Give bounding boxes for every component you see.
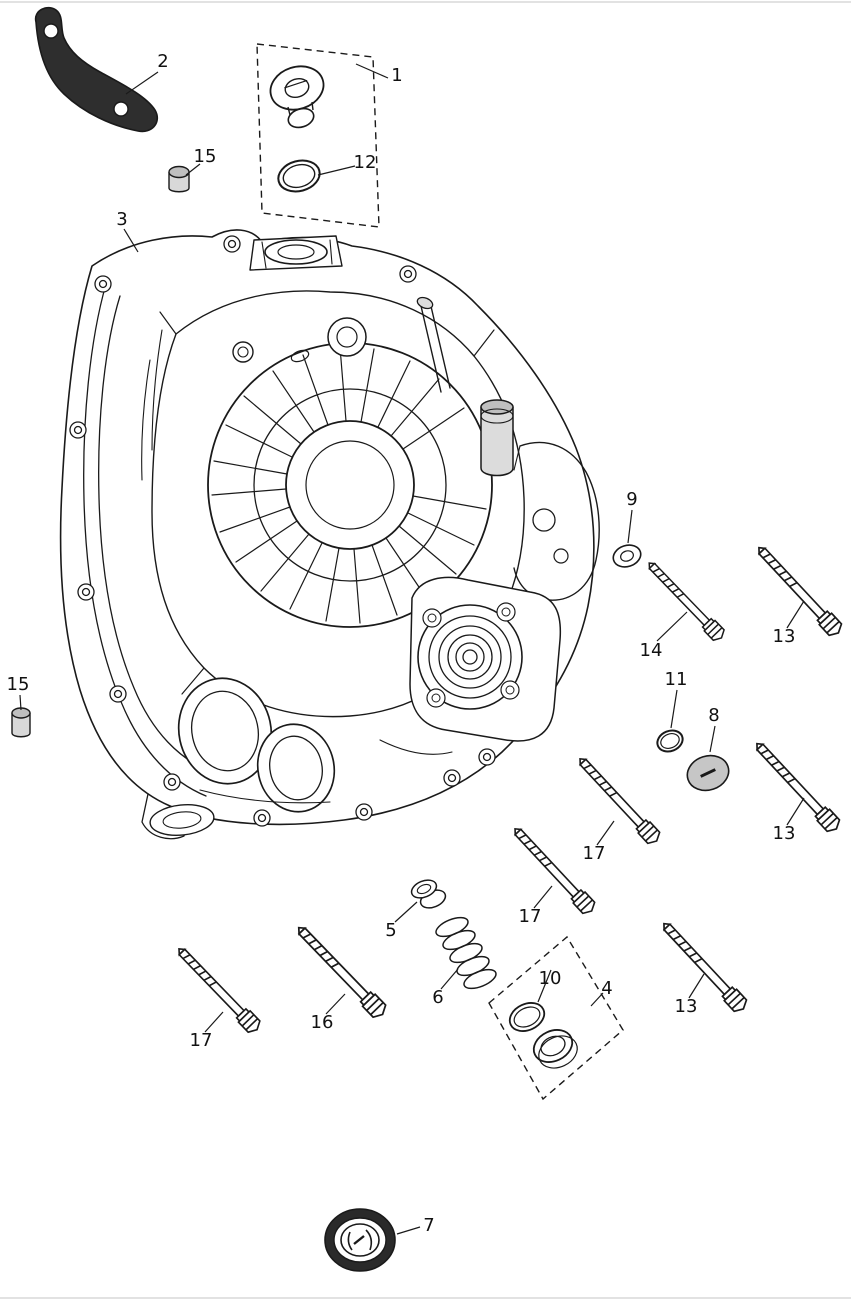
bearing-housing — [409, 576, 562, 742]
part-label-11: 11 — [664, 669, 688, 690]
cover-lower-openings — [177, 677, 336, 813]
bolt-17-right — [573, 752, 664, 848]
clutch-cover-drawing — [59, 229, 600, 840]
round-plug-7 — [324, 1208, 396, 1272]
bolt-17-center — [508, 822, 599, 918]
o-ring-12 — [277, 159, 321, 193]
part-label-13-top: 13 — [772, 626, 796, 647]
part-label-14: 14 — [639, 640, 663, 661]
seal-ring-10b — [532, 1029, 578, 1069]
part-label-7: 7 — [423, 1215, 435, 1236]
spring-seat-5 — [410, 879, 447, 909]
part-label-17-right: 17 — [582, 843, 606, 864]
part-label-6: 6 — [432, 987, 444, 1008]
part-label-10: 10 — [538, 968, 562, 989]
part-label-5: 5 — [385, 920, 397, 941]
seal-group-box-4 — [488, 935, 624, 1101]
part-label-2: 2 — [157, 51, 169, 72]
oil-filler-cap — [269, 65, 325, 111]
part-label-1: 1 — [391, 65, 403, 86]
part-label-8: 8 — [708, 705, 720, 726]
bracket-part-2 — [34, 6, 159, 133]
part-label-15-left: 15 — [6, 674, 30, 695]
bushing-15-left — [11, 707, 31, 738]
part-label-17-center: 17 — [518, 906, 542, 927]
bolt-13-middle — [749, 737, 844, 836]
perimeter-holes — [69, 235, 496, 827]
part-label-9: 9 — [626, 489, 638, 510]
spring-6 — [435, 916, 497, 990]
part-label-12: 12 — [353, 152, 377, 173]
leader-lines — [19, 63, 805, 1235]
seal-ring-10a — [508, 1002, 546, 1032]
radial-ribs — [211, 346, 487, 624]
bolt-13-bottom — [656, 917, 751, 1016]
oil-cap-group-box — [256, 43, 380, 228]
dipstick-tube — [416, 296, 451, 393]
bolt-14 — [643, 557, 728, 644]
part-label-13-bottom: 13 — [674, 996, 698, 1017]
bolt-13-top — [751, 541, 846, 640]
bushing-15-top — [168, 165, 190, 193]
part-label-16: 16 — [310, 1012, 334, 1033]
plug-cap-8 — [686, 754, 730, 792]
part-label-3: 3 — [116, 209, 128, 230]
part-label-4: 4 — [601, 978, 613, 999]
bolt-16 — [291, 920, 390, 1022]
part-label-15-top: 15 — [193, 146, 217, 167]
part-label-13-middle: 13 — [772, 823, 796, 844]
washer-9 — [612, 544, 642, 568]
o-ring-11 — [656, 729, 684, 753]
part-label-17-left: 17 — [189, 1030, 213, 1051]
bolt-17-left — [172, 942, 264, 1037]
breather-cylinder — [480, 399, 514, 477]
